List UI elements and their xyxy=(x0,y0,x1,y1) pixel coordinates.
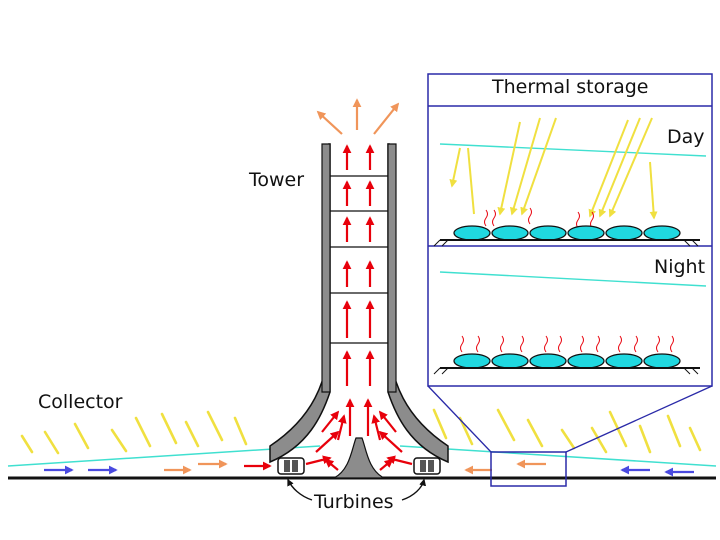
night-heat-release xyxy=(460,335,674,353)
exhaust-airflow xyxy=(316,98,400,135)
base-airflow xyxy=(244,398,413,471)
turbine-right xyxy=(413,457,441,475)
turbines-label: Turbines xyxy=(314,491,394,513)
tower-airflow xyxy=(342,144,375,386)
night-panel xyxy=(433,271,707,375)
day-storage-tubes xyxy=(453,225,681,241)
day-sunlight xyxy=(449,117,658,220)
thermal-storage-title: Thermal storage xyxy=(492,76,649,98)
turbines-pointers xyxy=(287,478,427,501)
day-label: Day xyxy=(667,126,705,148)
collector-roof xyxy=(7,445,717,467)
collector-label: Collector xyxy=(38,391,123,413)
turbine-left xyxy=(277,457,305,475)
detail-selection-box xyxy=(490,451,567,487)
tower-label: Tower xyxy=(249,169,305,191)
night-label: Night xyxy=(654,256,706,278)
tower-structure xyxy=(269,143,449,479)
night-storage-tubes xyxy=(453,353,681,369)
day-panel xyxy=(433,117,707,247)
collector-warm-airflow xyxy=(164,459,546,475)
day-heat-release xyxy=(484,207,594,229)
cold-inflow xyxy=(44,465,694,477)
inset-connector-lines xyxy=(427,385,713,453)
